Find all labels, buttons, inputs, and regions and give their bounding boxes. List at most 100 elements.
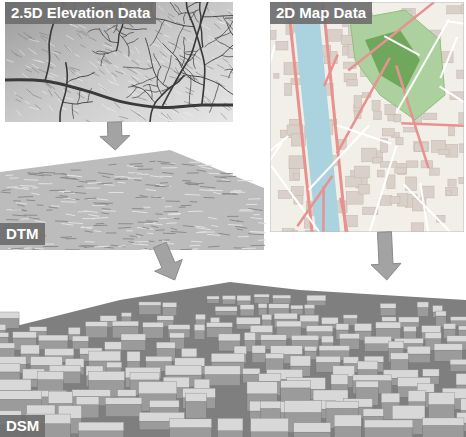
terrain-ridge xyxy=(92,205,105,206)
terrain-ridge xyxy=(104,247,114,248)
hill-shade xyxy=(16,95,23,99)
building-roof xyxy=(407,346,430,354)
terrain-ridge xyxy=(222,179,229,181)
terrain-ridge xyxy=(68,175,83,177)
panel-label: 2D Map Data xyxy=(270,2,372,24)
terrain-ridge xyxy=(185,183,197,184)
terrain-ridge xyxy=(16,203,27,205)
building-roof xyxy=(364,420,413,428)
building-roof xyxy=(306,326,332,332)
hill-shade xyxy=(39,33,49,36)
map-block xyxy=(294,174,300,179)
building-roof xyxy=(265,353,283,358)
map-block xyxy=(345,215,357,227)
building-front xyxy=(78,431,123,437)
valley xyxy=(203,16,233,26)
terrain-ridge xyxy=(2,189,11,191)
building-front xyxy=(218,431,243,437)
building-roof xyxy=(29,327,46,331)
terrain-ridge xyxy=(67,175,75,176)
building-roof xyxy=(27,405,55,414)
building-roof xyxy=(38,335,67,341)
terrain-ridge xyxy=(60,176,68,178)
building-roof xyxy=(276,321,301,327)
terrain-ridge xyxy=(227,216,238,217)
valley xyxy=(205,30,233,65)
building-roof xyxy=(48,392,72,404)
building-roof xyxy=(461,398,466,410)
building-roof xyxy=(307,295,326,301)
terrain-ridge xyxy=(86,180,97,181)
building-roof xyxy=(258,304,267,309)
hill-shade xyxy=(144,77,149,79)
terrain-ridge xyxy=(77,186,83,188)
building-front xyxy=(168,330,190,338)
terrain-ridge xyxy=(196,231,207,233)
terrain-ridge xyxy=(220,176,236,178)
valley xyxy=(175,5,182,14)
terrain-ridge xyxy=(237,229,243,230)
building-front xyxy=(121,340,146,350)
building-roof xyxy=(304,305,314,309)
terrain-ridge xyxy=(12,215,26,216)
terrain-ridge xyxy=(155,229,164,231)
terrain-ridge xyxy=(63,198,75,200)
hill-shade xyxy=(54,54,59,61)
terrain-ridge xyxy=(28,174,44,176)
building-front xyxy=(169,428,211,437)
terrain-ridge xyxy=(126,230,133,231)
terrain-ridge xyxy=(84,231,92,232)
building-front xyxy=(143,327,164,338)
map-block xyxy=(423,113,437,120)
valley xyxy=(216,39,233,49)
hill-shade xyxy=(223,106,230,111)
hill-shade xyxy=(54,51,62,53)
building-roof xyxy=(252,345,265,353)
building-roof xyxy=(354,324,371,331)
hill-shade xyxy=(162,65,169,68)
terrain-ridge xyxy=(84,211,98,213)
map-block xyxy=(359,184,370,194)
building-front xyxy=(407,354,430,363)
hill-shade xyxy=(222,98,226,102)
terrain-ridge xyxy=(155,213,163,215)
valley xyxy=(186,2,204,105)
hill-shade xyxy=(67,47,71,52)
terrain-ridge xyxy=(258,239,266,241)
terrain-ridge xyxy=(187,172,199,173)
hill-shade xyxy=(157,113,162,118)
building-roof xyxy=(434,344,462,350)
building-roof xyxy=(408,391,425,402)
terrain-ridge xyxy=(189,162,200,163)
building-roof xyxy=(21,345,40,354)
street xyxy=(337,125,392,144)
valley xyxy=(123,67,153,69)
building-roof xyxy=(181,348,196,357)
building-roof xyxy=(456,374,466,385)
terrain-ridge xyxy=(161,167,177,168)
terrain-ridge xyxy=(151,226,158,228)
building-roof xyxy=(422,326,441,333)
hill-shade xyxy=(217,21,224,23)
hill-shade xyxy=(81,30,89,36)
terrain-ridge xyxy=(138,222,153,223)
terrain-ridge xyxy=(6,219,18,220)
terrain-ridge xyxy=(132,208,144,209)
terrain-ridge xyxy=(146,185,160,186)
valley xyxy=(215,18,233,39)
terrain-ridge xyxy=(159,217,174,219)
terrain-ridge xyxy=(87,182,101,184)
terrain-ridge xyxy=(37,204,44,205)
hill-shade xyxy=(168,14,174,17)
terrain-ridge xyxy=(157,161,170,163)
terrain-ridge xyxy=(150,176,162,178)
terrain-ridge xyxy=(165,206,172,208)
terrain-ridge xyxy=(102,176,110,178)
building-roof xyxy=(343,315,357,319)
hill-shade xyxy=(42,91,47,94)
terrain-ridge xyxy=(137,227,153,229)
hill-shade xyxy=(48,90,52,97)
river-road xyxy=(288,2,312,232)
hill-shade xyxy=(216,43,220,45)
valley xyxy=(132,85,155,103)
